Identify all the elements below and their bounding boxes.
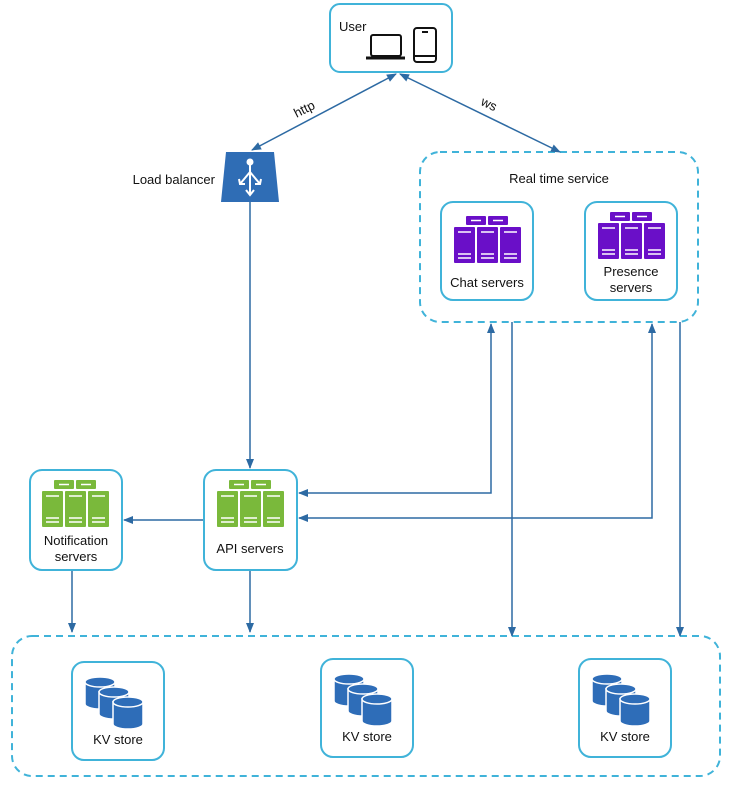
presence-servers-label-1: Presence — [604, 264, 659, 279]
notification-servers-label-1: Notification — [44, 533, 108, 548]
kv-store-group — [11, 635, 721, 777]
laptop-icon — [366, 34, 405, 60]
chat-api-edge — [298, 323, 495, 497]
server-icon — [598, 212, 665, 259]
api-servers-node: API servers — [203, 469, 298, 571]
chat-servers-label: Chat servers — [450, 275, 524, 290]
notification-servers-label-2: servers — [55, 549, 98, 564]
kv-store-node: KV store — [578, 658, 672, 758]
presence-api-edge — [298, 323, 656, 522]
user-node: User — [329, 3, 453, 73]
user-label: User — [339, 19, 367, 34]
chat-servers-node: Chat servers — [440, 201, 534, 301]
notification-servers-node: Notification servers — [29, 469, 123, 571]
kv-store-node: KV store — [320, 658, 414, 758]
presence-servers-label-2: servers — [610, 280, 653, 295]
http-edge — [251, 73, 397, 151]
kv-store-label: KV store — [93, 732, 143, 747]
database-icon — [333, 673, 393, 727]
presence-servers-node: Presence servers — [584, 201, 678, 301]
api-servers-label: API servers — [216, 541, 284, 556]
server-icon — [42, 480, 109, 527]
ws-edge — [399, 73, 561, 153]
load-balancer-node: Load balancer — [133, 152, 279, 202]
real-time-service-title: Real time service — [509, 171, 609, 186]
server-icon — [454, 216, 521, 263]
kv-store-label: KV store — [600, 729, 650, 744]
kv-store-label: KV store — [342, 729, 392, 744]
ws-label: ws — [478, 93, 500, 114]
database-icon — [591, 673, 651, 727]
load-balancer-label: Load balancer — [133, 172, 216, 187]
tablet-icon — [413, 27, 437, 63]
kv-store-node: KV store — [71, 661, 165, 761]
database-icon — [84, 676, 144, 730]
server-icon — [217, 480, 284, 527]
